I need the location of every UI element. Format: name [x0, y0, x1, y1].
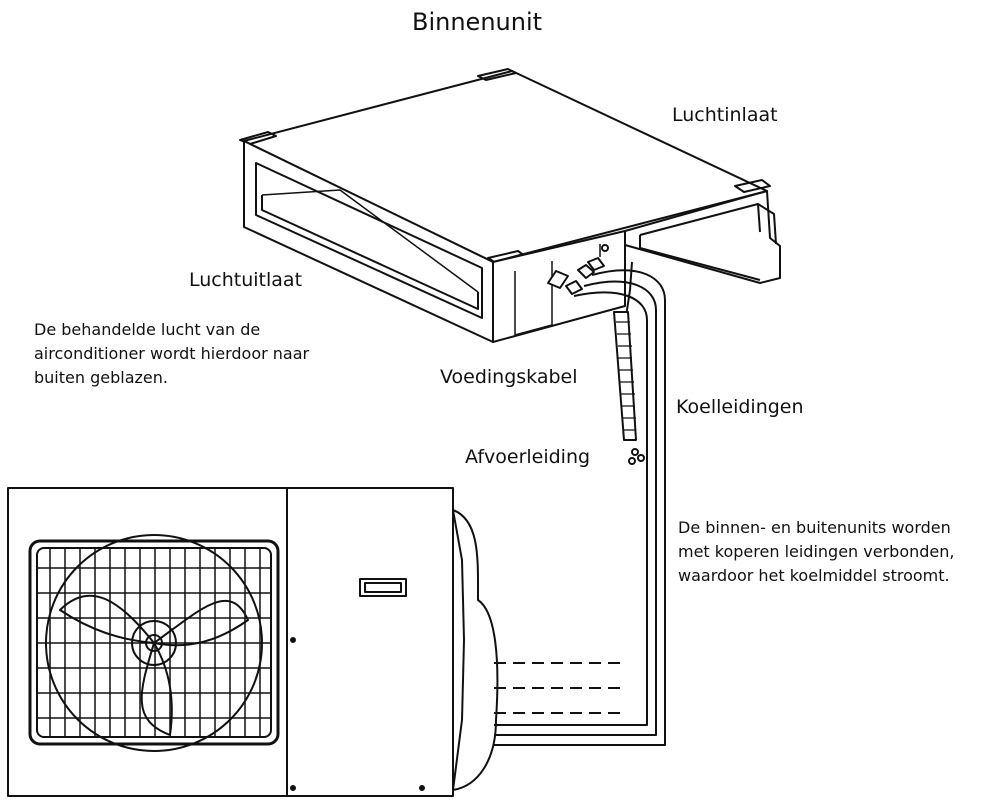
pipes-note-line: waardoor het koelmiddel stroomt.	[678, 566, 950, 585]
power-cable-label: Voedingskabel	[440, 366, 578, 388]
pipes-note-line: De binnen- en buitenunits worden	[678, 518, 951, 537]
air-outlet-note-line: buiten geblazen.	[34, 368, 168, 387]
drain-pipe-label: Afvoerleiding	[465, 446, 591, 468]
indoor-unit	[239, 68, 781, 343]
air-outlet-note: De behandelde lucht van de airconditione…	[34, 318, 309, 390]
pipes-note-line: met koperen leidingen verbonden,	[678, 542, 955, 561]
pipes-note: De binnen- en buitenunits worden met kop…	[678, 516, 954, 588]
air-outlet-note-line: De behandelde lucht van de	[34, 320, 261, 339]
diagram-title: Binnenunit	[412, 8, 543, 36]
refrigerant-pipes-label: Koelleidingen	[676, 396, 804, 418]
air-outlet-note-line: airconditioner wordt hierdoor naar	[34, 344, 310, 363]
outdoor-unit	[7, 487, 499, 797]
air-outlet-label: Luchtuitlaat	[189, 269, 303, 291]
pipes-and-cables	[494, 261, 666, 746]
air-inlet-label: Luchtinlaat	[672, 104, 778, 126]
